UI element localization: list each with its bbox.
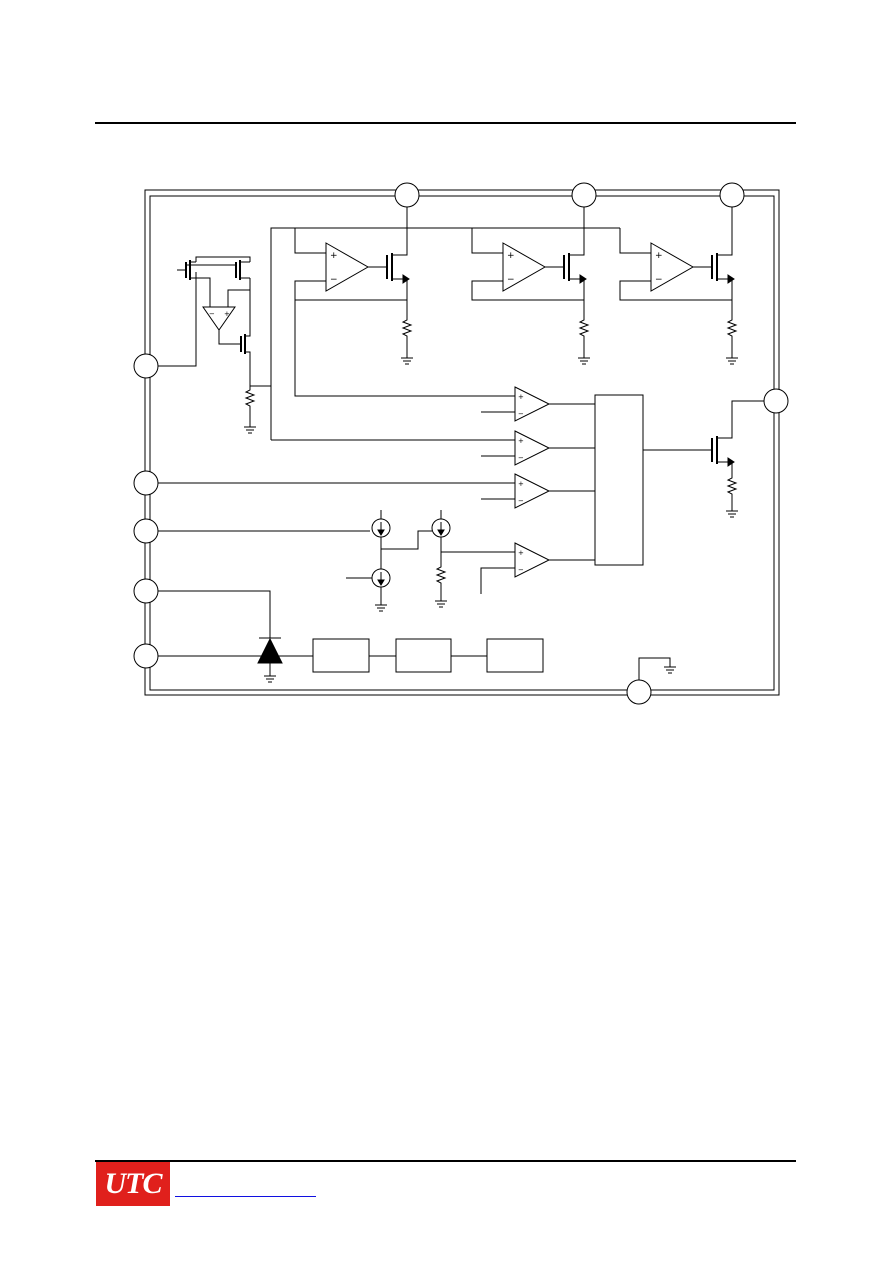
block-3 — [486, 638, 544, 673]
ldo-channel-1 — [294, 207, 414, 365]
ldo-channel-3 — [619, 207, 739, 365]
output-stage — [643, 400, 764, 518]
opamp-2 — [502, 242, 546, 292]
pin-left-2 — [133, 470, 159, 496]
inner-boundary — [149, 195, 775, 691]
svg-text:+: + — [224, 310, 230, 318]
outer-boundary — [144, 189, 780, 696]
diode-symbol — [257, 637, 283, 664]
current-sources — [158, 510, 515, 612]
pin-top-1 — [394, 182, 420, 208]
svg-text:−: − — [209, 310, 215, 318]
header-rule — [95, 122, 796, 124]
opamp-3 — [650, 242, 694, 292]
comparators — [158, 300, 595, 594]
pin-left-5 — [133, 643, 159, 669]
bias-mirror: − + — [158, 256, 271, 434]
logo-text: UTC — [104, 1167, 163, 1200]
diode-path — [158, 590, 544, 683]
pin-top-3 — [719, 182, 745, 208]
reference-rail — [270, 227, 620, 440]
footer-rule — [95, 1160, 796, 1162]
ldo-channel-2 — [471, 207, 591, 365]
logic-block — [594, 394, 644, 566]
utc-logo: UTC — [96, 1162, 170, 1206]
bias-amp — [202, 306, 236, 331]
pin-left-1 — [133, 353, 159, 379]
pin-left-3 — [133, 518, 159, 544]
pin-circles — [133, 182, 789, 705]
pin-top-2 — [571, 182, 597, 208]
block-2 — [395, 638, 452, 673]
pin-right-1 — [763, 388, 789, 414]
pin-left-4 — [133, 578, 159, 604]
ground-connection — [638, 657, 677, 680]
pin-bottom-1 — [626, 679, 652, 705]
footer-link-underline[interactable] — [175, 1196, 316, 1197]
block-1 — [312, 638, 370, 673]
opamp-1 — [325, 242, 369, 292]
